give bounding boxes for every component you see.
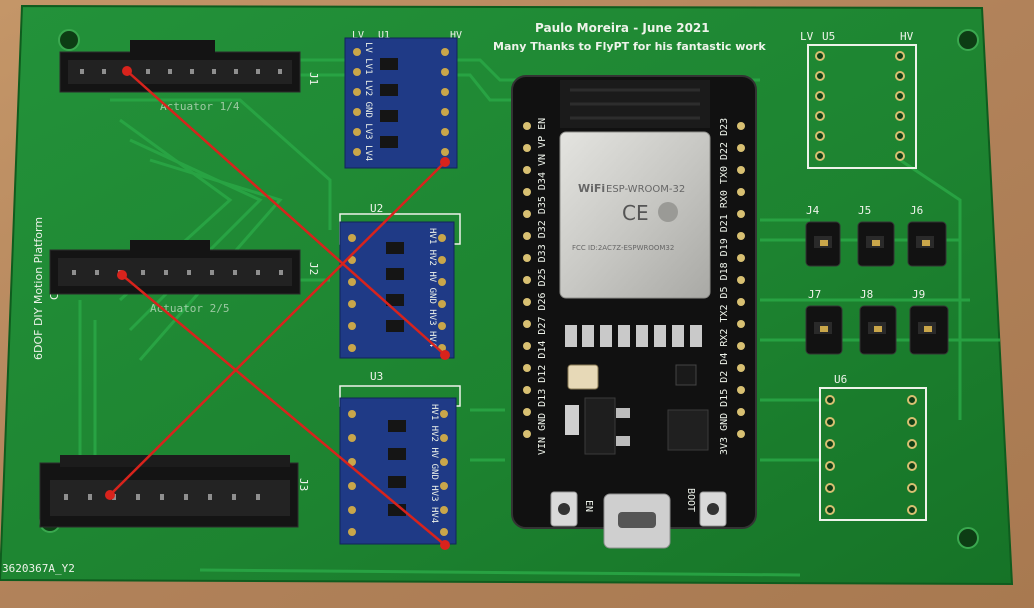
- level-shifter-u3: U3 HV1 HV2 HV GND HV3 HV4: [339, 370, 461, 545]
- connector-label-j2: Actuator 2/5: [150, 302, 229, 315]
- socket-u6: U6: [819, 373, 927, 521]
- red-wire-j3-u1: [109, 161, 446, 496]
- jumper-j5[interactable]: J5: [857, 204, 895, 267]
- level-shifter-pin-labels: HV1 HV2 HV GND HV3 HV4: [429, 404, 439, 523]
- fcc-id-text: FCC ID:2AC7Z-ESPWROOM32: [572, 244, 674, 252]
- en-button[interactable]: [550, 491, 578, 527]
- connector-j3: J3: [39, 455, 310, 528]
- pcb-board: [0, 4, 1014, 586]
- jumper-label-j9: J9: [912, 288, 925, 301]
- level-shifter-ref: U3: [370, 370, 383, 383]
- red-wire-j1-u2: [126, 70, 446, 356]
- esp32-right-pin-labels: 3V3 GND D15 D2 D4 RX2 TX2 D5 D18 D19 D21…: [719, 118, 730, 455]
- wifi-mark: WiFi: [578, 182, 605, 195]
- jumper-label-j8: J8: [860, 288, 873, 301]
- mounting-hole: [957, 29, 979, 51]
- thanks-text: Many Thanks to FlyPT for his fantastic w…: [493, 40, 766, 53]
- level-shifter-pin-labels: HV1 HV2 HV GND HV3 HV4: [427, 228, 437, 347]
- level-shifter-lv-label: LV: [352, 30, 364, 41]
- level-shifter-ref: U1: [378, 30, 390, 41]
- socket-pads: [825, 395, 917, 515]
- header-pins: [353, 48, 449, 156]
- module-name: ESP-WROOM-32: [606, 184, 685, 195]
- esp32-left-header-pins: [523, 122, 531, 438]
- boot-button[interactable]: [699, 491, 727, 527]
- socket-lv-label: LV: [800, 30, 814, 43]
- socket-u5: LV U5 HV: [800, 30, 917, 169]
- header-pins: [348, 234, 446, 352]
- jumper-label-j5: J5: [858, 204, 871, 217]
- mounting-hole: [957, 527, 979, 549]
- connector-j1: J1 Actuator 1/4: [59, 40, 320, 113]
- esp32-right-header-pins: [737, 122, 745, 438]
- red-annotation-dots: [105, 66, 450, 550]
- connector-ref-j3: J3: [297, 478, 310, 491]
- author-text: Paulo Moreira - June 2021: [535, 21, 710, 35]
- ce-mark: CE: [622, 201, 649, 225]
- jumper-label-j7: J7: [808, 288, 821, 301]
- mosfets: [386, 242, 404, 332]
- smd-components: [565, 325, 709, 455]
- level-shifter-ref: U2: [370, 202, 383, 215]
- micro-usb-port[interactable]: [603, 493, 671, 549]
- header-pins: [348, 410, 448, 536]
- jumper-j7[interactable]: J7: [805, 288, 843, 355]
- jumper-j4[interactable]: J4: [805, 204, 841, 267]
- socket-pads: [815, 51, 905, 161]
- boot-button-label: BOOT: [685, 488, 696, 512]
- socket-ref-u6: U6: [834, 373, 847, 386]
- esp-wroom-shield: [559, 131, 711, 299]
- connector-label-j1: Actuator 1/4: [160, 100, 240, 113]
- mounting-hole: [58, 29, 80, 51]
- esp32-left-pin-labels: VIN GND D13 D12 D14 D27 D26 D25 D33 D32 …: [537, 118, 548, 455]
- jumper-label-j6: J6: [910, 204, 923, 217]
- level-shifter-u2: U2 HV1 HV2 HV GND HV3 HV4: [339, 202, 461, 359]
- antenna-pattern: [570, 88, 700, 120]
- level-shifter-u1: LV U1 HV LV LV1 LV2 GND LV3 LV4: [344, 30, 462, 169]
- socket-hv-label: HV: [900, 30, 914, 43]
- jumper-j6[interactable]: J6: [907, 204, 947, 267]
- socket-ref-u5: U5: [822, 30, 835, 43]
- jumper-j9[interactable]: J9: [909, 288, 949, 355]
- connector-ref-j2: J2: [307, 262, 320, 275]
- jumper-j8[interactable]: J8: [859, 288, 897, 355]
- connector-j2: J2 Actuator 2/5: [49, 240, 320, 315]
- logo-icon: [658, 202, 678, 222]
- level-shifter-pin-labels: LV LV1 LV2 GND LV3 LV4: [363, 42, 373, 161]
- jumper-label-j4: J4: [806, 204, 820, 217]
- part-number-text: 3620367A_Y2: [2, 562, 75, 575]
- side-title-text: 6DOF DIY Motion Platform: [32, 217, 45, 360]
- mosfets: [380, 58, 398, 148]
- esp32-devboard: WiFi ESP-WROOM-32 CE FCC ID:2AC7Z-ESPWRO…: [511, 75, 757, 549]
- connector-ref-j1: J1: [307, 72, 320, 85]
- mosfets: [388, 420, 406, 516]
- level-shifter-hv-label: HV: [450, 30, 462, 41]
- en-button-label: EN: [583, 500, 594, 512]
- red-wire-j2-u3: [121, 274, 446, 546]
- red-annotation-lines: [109, 70, 446, 546]
